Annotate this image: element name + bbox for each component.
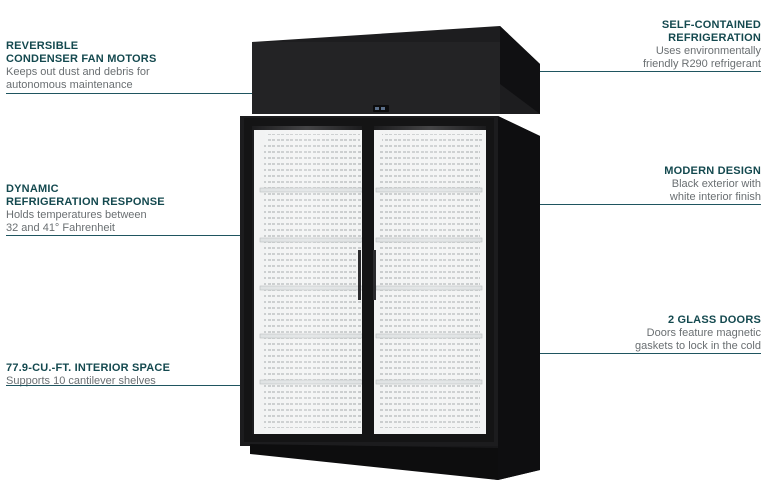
left-glass-door xyxy=(244,118,370,442)
callout-title: SELF-CONTAINED xyxy=(661,19,761,31)
callout-dynamic-refrigeration-response: DYNAMIC REFRIGERATION RESPONSE Holds tem… xyxy=(6,183,165,235)
callout-description: Keeps out dust and debris for xyxy=(6,66,150,78)
callout-description: Doors feature magnetic xyxy=(646,327,761,339)
leader-line-response xyxy=(6,235,292,236)
condenser-housing xyxy=(252,26,540,114)
callout-description: 32 and 41° Fahrenheit xyxy=(6,222,115,234)
callout-title: REFRIGERATION xyxy=(668,32,761,44)
callout-title: CONDENSER FAN MOTORS xyxy=(6,53,157,65)
callout-description: white interior finish xyxy=(669,191,761,203)
callout-title: MODERN DESIGN xyxy=(664,165,761,177)
callout-description: friendly R290 refrigerant xyxy=(642,58,761,70)
callout-self-contained-refrigeration: SELF-CONTAINED REFRIGERATION Uses enviro… xyxy=(643,19,761,71)
leader-line-refrigeration xyxy=(474,71,761,72)
temperature-display xyxy=(373,105,389,112)
leader-line-space xyxy=(6,385,292,386)
callout-interior-space: 77.9-CU.-FT. INTERIOR SPACE Supports 10 … xyxy=(6,362,170,388)
right-glass-door xyxy=(366,118,494,442)
leader-line-doors xyxy=(474,353,761,354)
callout-description: Supports 10 cantilever shelves xyxy=(6,375,156,387)
callout-modern-design: MODERN DESIGN Black exterior with white … xyxy=(664,165,761,204)
callout-title: REVERSIBLE xyxy=(6,40,79,52)
callout-title: DYNAMIC xyxy=(6,183,59,195)
callout-condenser-fan-motors: REVERSIBLE CONDENSER FAN MOTORS Keeps ou… xyxy=(6,40,156,92)
callout-description: autonomous maintenance xyxy=(6,79,133,91)
callout-title: 2 GLASS DOORS xyxy=(667,314,761,326)
leader-line-design xyxy=(474,204,761,205)
callout-description: Holds temperatures between xyxy=(6,209,147,221)
callout-title: 77.9-CU.-FT. INTERIOR SPACE xyxy=(6,362,171,374)
callout-glass-doors: 2 GLASS DOORS Doors feature magnetic gas… xyxy=(635,314,761,353)
callout-title: REFRIGERATION RESPONSE xyxy=(6,196,165,208)
callout-description: Uses environmentally xyxy=(655,45,761,57)
callout-description: Black exterior with xyxy=(671,178,761,190)
callout-description: gaskets to lock in the cold xyxy=(635,340,761,352)
refrigerator-illustration xyxy=(240,26,540,480)
leader-line-motors xyxy=(6,93,292,94)
door-handles xyxy=(358,250,376,300)
